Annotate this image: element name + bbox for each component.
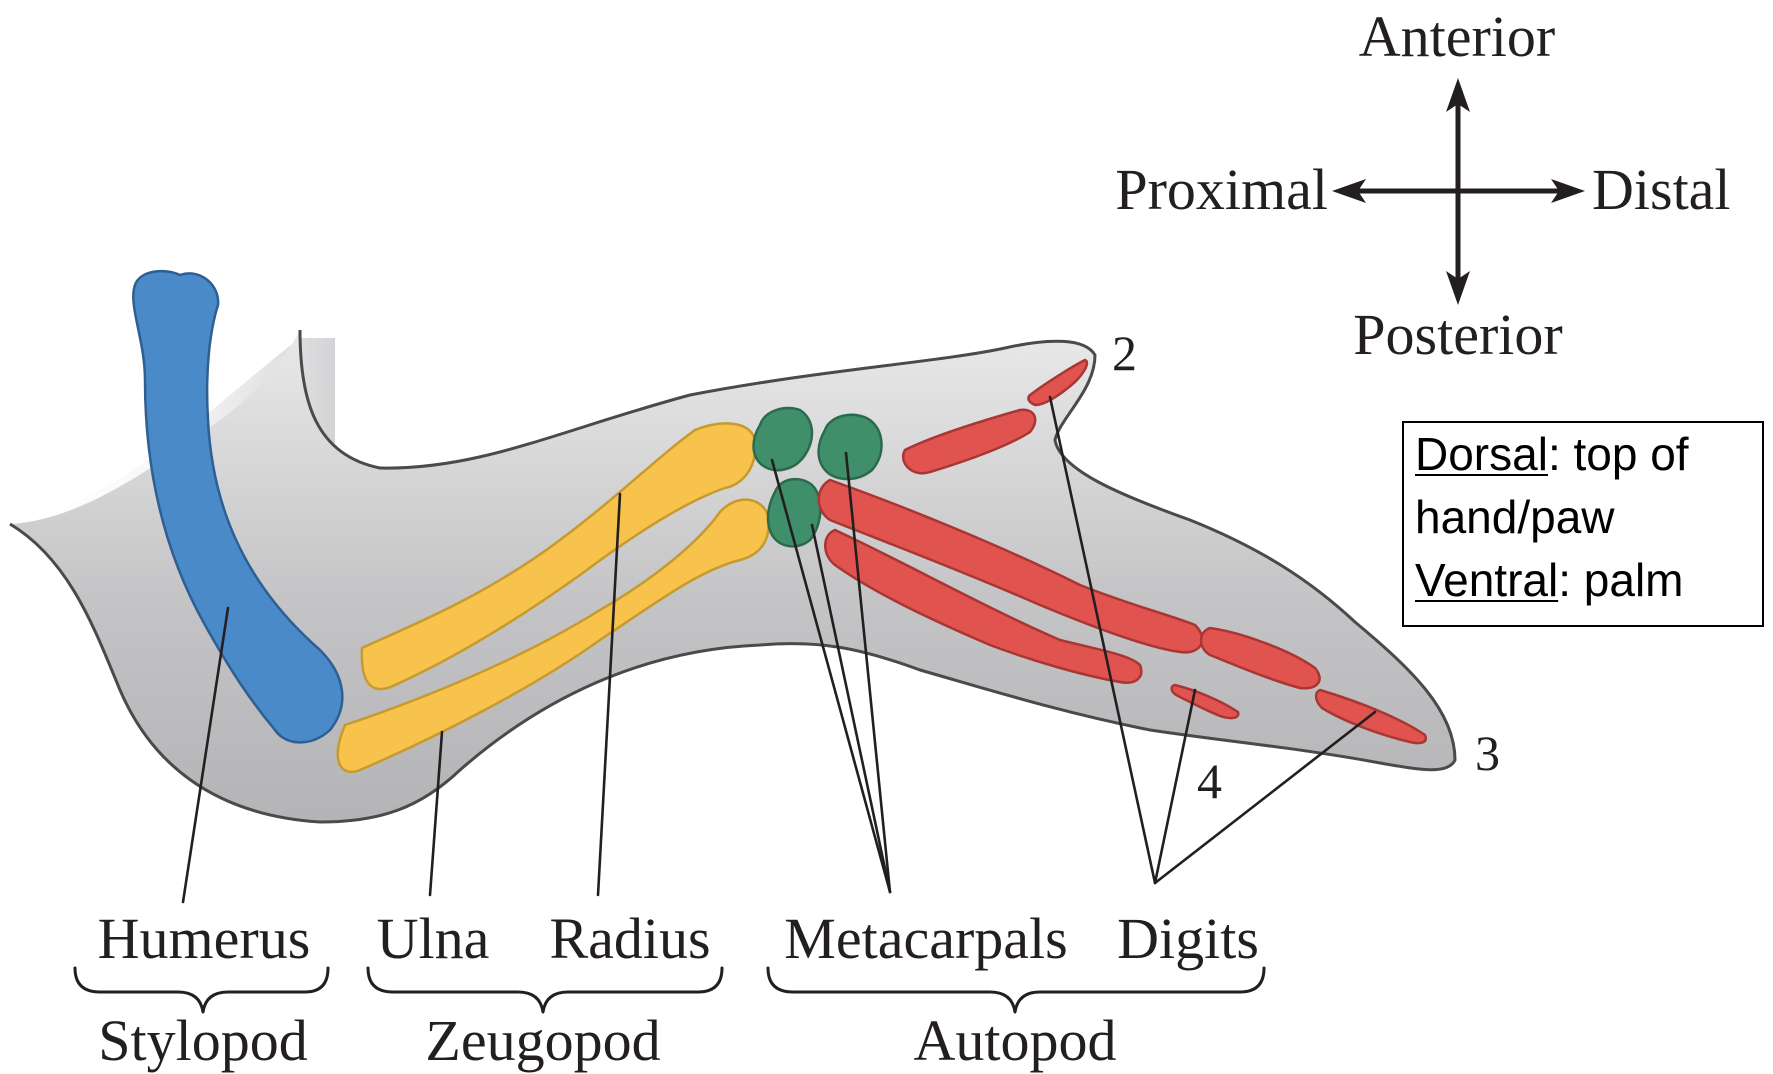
ventral-term: Ventral [1415,554,1558,606]
metacarpal-2 [819,415,882,479]
zeugopod-brace [368,968,722,1012]
distal-label: Distal [1592,157,1731,222]
ulna-label: Ulna [377,906,490,971]
stylopod-brace [75,968,328,1012]
metacarpals-label: Metacarpals [784,906,1067,971]
digit-2-number: 2 [1112,325,1137,381]
anterior-label: Anterior [1359,4,1556,69]
digit-4-number: 4 [1197,753,1222,809]
orientation-compass: Anterior Posterior Proximal Distal [1115,4,1730,367]
radius-label: Radius [549,906,710,971]
digits-label: Digits [1117,906,1259,971]
metacarpal-3 [768,479,820,546]
proximal-label: Proximal [1115,157,1328,222]
dorsal-definition: Dorsal: top of hand/paw [1415,423,1762,549]
stylopod-label: Stylopod [98,1008,308,1073]
definition-box: Dorsal: top of hand/paw Ventral: palm [1402,421,1764,627]
zeugopod-label: Zeugopod [425,1008,660,1073]
autopod-brace [768,968,1264,1012]
ventral-definition: Ventral: palm [1415,549,1762,612]
ventral-text: : palm [1558,554,1683,606]
humerus-label: Humerus [98,906,311,971]
digit-3-number: 3 [1475,725,1500,781]
dorsal-term: Dorsal [1415,428,1548,480]
posterior-label: Posterior [1353,302,1562,367]
autopod-label: Autopod [914,1008,1117,1073]
